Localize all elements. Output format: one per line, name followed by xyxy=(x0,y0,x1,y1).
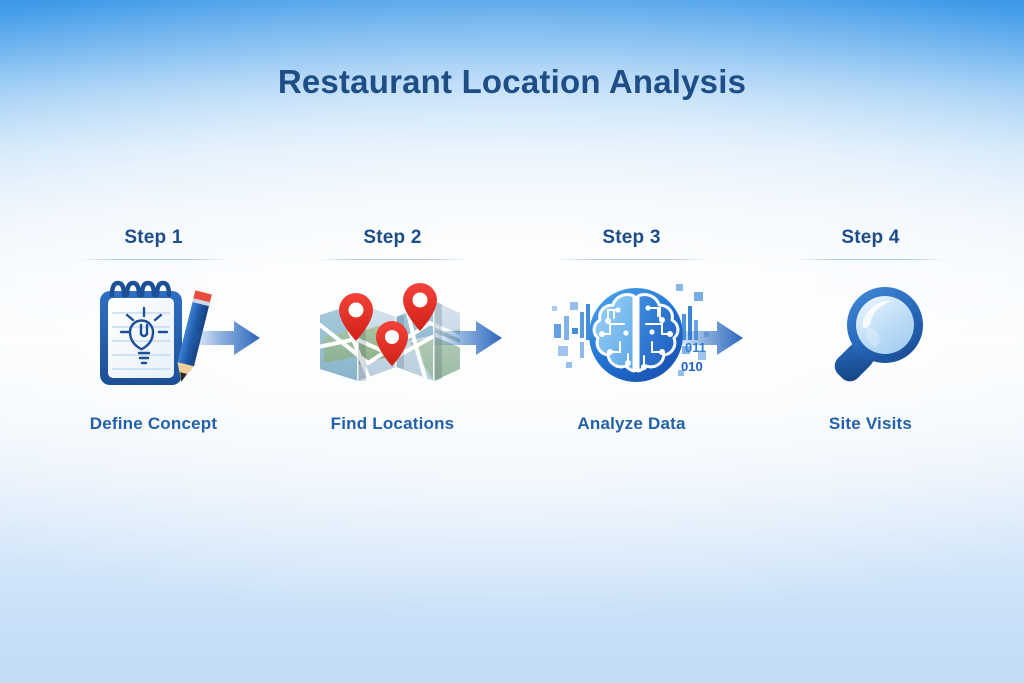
step-icon-1 xyxy=(69,277,239,392)
binary-label-010: 010 xyxy=(681,359,703,374)
step-icon-3: 011 010 xyxy=(547,277,717,392)
page-title: Restaurant Location Analysis xyxy=(277,63,747,100)
binary-label-011: 011 xyxy=(685,340,706,355)
step-label-1: Step 1 xyxy=(124,227,183,248)
map-pin xyxy=(376,321,408,366)
step-icon-2 xyxy=(308,277,478,392)
magnifying-glass-icon xyxy=(834,287,923,382)
step-divider-2 xyxy=(317,259,468,260)
steps-row: Step 1 xyxy=(34,228,990,434)
map-pin xyxy=(403,283,437,331)
step-label-2: Step 2 xyxy=(363,227,422,248)
step-item-2[interactable]: Step 2 xyxy=(273,228,512,434)
step-item-1[interactable]: Step 1 xyxy=(34,228,273,434)
step-title-2: Find Locations xyxy=(330,414,455,433)
step-label-4: Step 4 xyxy=(841,227,900,248)
step-divider-3 xyxy=(556,259,707,260)
step-divider-1 xyxy=(78,259,229,260)
step-icon-4 xyxy=(786,277,956,392)
step-title-1: Define Concept xyxy=(89,414,218,433)
step-title-4: Site Visits xyxy=(828,414,913,433)
step-item-4[interactable]: Step 4 xyxy=(751,228,990,434)
step-label-3: Step 3 xyxy=(602,227,661,248)
step-item-3[interactable]: Step 3 xyxy=(512,228,751,434)
step-divider-4 xyxy=(795,259,946,260)
folded-map-pins-icon xyxy=(320,283,460,381)
notepad-lightbulb-pencil-icon xyxy=(99,280,212,385)
step-title-3: Analyze Data xyxy=(577,414,686,433)
ai-brain-circuit-icon: 011 010 xyxy=(551,283,709,382)
map-pin xyxy=(339,293,373,341)
